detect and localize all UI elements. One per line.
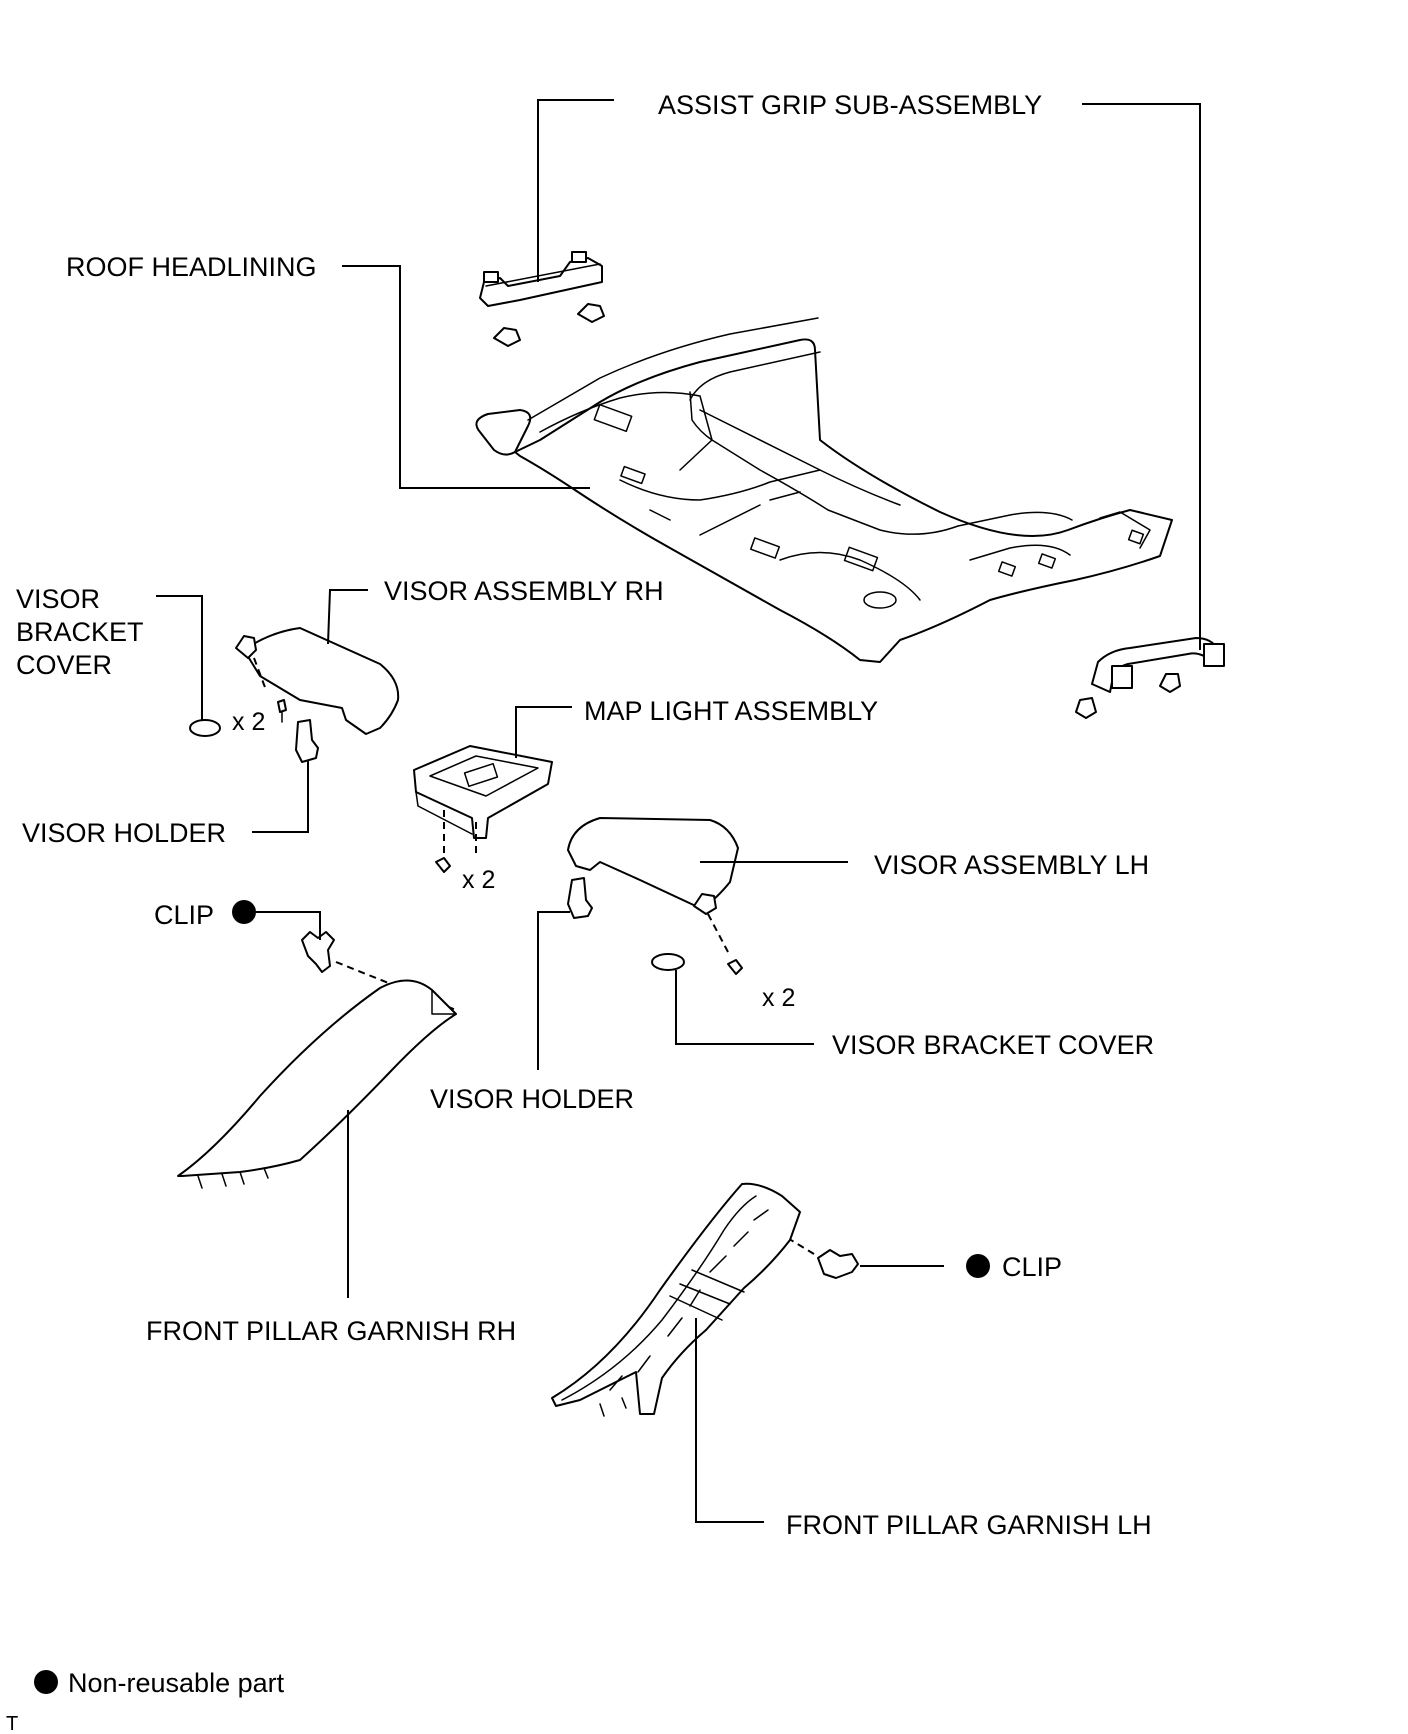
qty-visor-lh-screws: x 2 bbox=[762, 984, 795, 1012]
leader-visor-holder-rh bbox=[252, 760, 309, 833]
front-pillar-garnish-lh-part bbox=[551, 1182, 801, 1417]
leader-clip-rh bbox=[256, 911, 321, 940]
leader-map-light bbox=[515, 706, 572, 758]
leader-visor-holder-lh bbox=[537, 911, 570, 1070]
front-pillar-garnish-rh-part bbox=[177, 979, 457, 1189]
leader-visor-bracket-cover-rh bbox=[156, 595, 203, 720]
label-visor-assembly-lh: VISOR ASSEMBLY LH bbox=[874, 850, 1149, 880]
non-reusable-dot-clip-lh bbox=[966, 1254, 990, 1278]
leader-assist-grip-upper bbox=[537, 99, 614, 282]
qty-visor-rh-screws: x 2 bbox=[232, 708, 265, 736]
map-light-part bbox=[413, 745, 553, 873]
legend-non-reusable-icon bbox=[34, 1670, 58, 1694]
non-reusable-dot-clip-rh bbox=[232, 900, 256, 924]
leader-assist-grip-lower bbox=[1082, 103, 1201, 650]
roof-headlining-part bbox=[475, 317, 1173, 663]
label-visor-bracket-cover-rh-1: VISOR bbox=[16, 584, 100, 614]
label-visor-holder-rh: VISOR HOLDER bbox=[22, 818, 226, 848]
label-visor-bracket-cover-lh: VISOR BRACKET COVER bbox=[832, 1030, 1154, 1060]
label-clip-lh: CLIP bbox=[1002, 1252, 1062, 1282]
legend-text: Non-reusable part bbox=[68, 1668, 285, 1698]
visor-lh-part bbox=[567, 817, 743, 975]
qty-map-light-screws: x 2 bbox=[462, 866, 495, 894]
visor-rh-part bbox=[189, 627, 400, 763]
label-roof-headlining: ROOF HEADLINING bbox=[66, 252, 317, 282]
corner-mark: T bbox=[6, 1713, 18, 1734]
label-assist-grip: ASSIST GRIP SUB-ASSEMBLY bbox=[658, 90, 1042, 120]
leader-visor-assembly-rh bbox=[327, 589, 368, 645]
label-front-pillar-garnish-lh: FRONT PILLAR GARNISH LH bbox=[786, 1510, 1152, 1540]
label-visor-holder-lh: VISOR HOLDER bbox=[430, 1084, 634, 1114]
label-visor-bracket-cover-rh-3: COVER bbox=[16, 650, 112, 680]
label-map-light-assembly: MAP LIGHT ASSEMBLY bbox=[584, 696, 878, 726]
leader-front-pillar-garnish-lh bbox=[695, 1318, 764, 1523]
label-visor-assembly-rh: VISOR ASSEMBLY RH bbox=[384, 576, 664, 606]
leader-visor-bracket-cover-lh bbox=[675, 970, 814, 1045]
leader-roof-headlining bbox=[342, 265, 590, 489]
label-front-pillar-garnish-rh: FRONT PILLAR GARNISH RH bbox=[146, 1316, 516, 1346]
label-clip-rh: CLIP bbox=[154, 900, 214, 930]
assist-grip-lower-part bbox=[1075, 637, 1225, 719]
label-visor-bracket-cover-rh-2: BRACKET bbox=[16, 617, 144, 647]
assist-grip-upper-part bbox=[479, 251, 605, 347]
